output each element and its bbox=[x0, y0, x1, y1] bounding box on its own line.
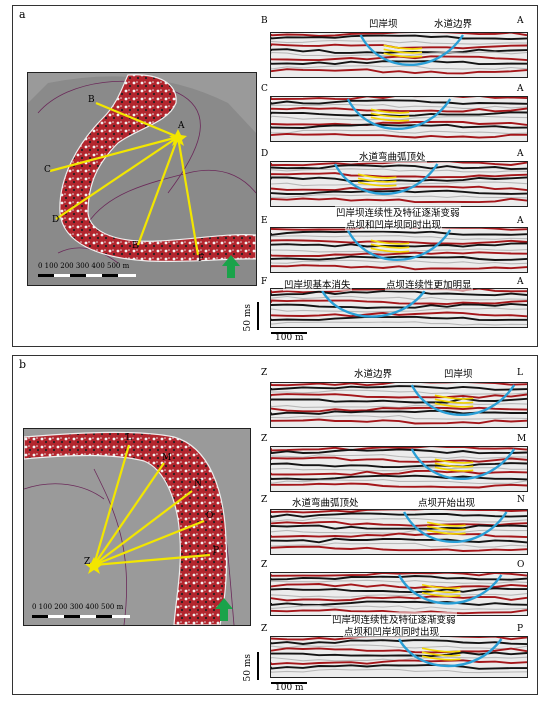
time-scale-label-a: 50 ms bbox=[243, 304, 253, 332]
map-point-M: M bbox=[162, 453, 172, 463]
section-ZM bbox=[270, 446, 528, 492]
annotation-weakening-line2-b: 点坝和凹岸坝同时出现 bbox=[343, 624, 441, 638]
map-a-graphic bbox=[28, 73, 256, 285]
section-ZP bbox=[270, 636, 528, 678]
section-CA-left-label: C bbox=[261, 84, 268, 94]
section-BA bbox=[270, 32, 528, 78]
seismic-image bbox=[271, 228, 527, 272]
section-DA-right-label: A bbox=[517, 149, 524, 159]
section-BA-left-label: B bbox=[261, 16, 268, 26]
section-BA-right-label: A bbox=[517, 16, 524, 26]
annotation-meander-apex-a: 水道弯曲弧顶处 bbox=[358, 149, 427, 163]
section-ZN bbox=[270, 509, 528, 555]
section-ZL-right-label: L bbox=[517, 368, 523, 378]
section-ZO-left-label: Z bbox=[261, 560, 268, 570]
section-ZP-left-label: Z bbox=[261, 624, 268, 634]
panel-label-b: b bbox=[19, 358, 27, 371]
map-point-O: O bbox=[206, 511, 214, 521]
section-ZN-left-label: Z bbox=[261, 495, 268, 505]
seismic-image bbox=[271, 33, 527, 77]
section-CA-right-label: A bbox=[517, 84, 524, 94]
map-a: A B C D E F 0 100 200 300 400 500 m bbox=[27, 72, 257, 286]
section-ZN-right-label: N bbox=[517, 495, 525, 505]
annotation-dam-vanish-a: 凹岸坝基本消失 bbox=[283, 277, 352, 291]
section-CA bbox=[270, 96, 528, 142]
section-EA bbox=[270, 227, 528, 273]
section-EA-left-label: E bbox=[261, 216, 268, 226]
map-point-A: A bbox=[178, 121, 185, 131]
annotation-point-bar-clear-a: 点坝连续性更加明显 bbox=[385, 277, 473, 291]
map-point-N: N bbox=[194, 479, 202, 489]
map-scale-b: 0 100 200 300 400 500 m bbox=[32, 603, 124, 611]
section-FA-left-label: F bbox=[261, 277, 268, 287]
seismic-image bbox=[271, 573, 527, 615]
seismic-image bbox=[271, 162, 527, 206]
section-ZO-right-label: O bbox=[517, 560, 525, 570]
seismic-image bbox=[271, 510, 527, 554]
distance-scale-bar-a bbox=[271, 332, 307, 334]
annotation-concave-dam-a: 凹岸坝 bbox=[368, 16, 399, 30]
section-ZM-right-label: M bbox=[517, 434, 527, 444]
figure-panel-b: b bbox=[12, 355, 538, 695]
map-point-C: C bbox=[44, 165, 51, 175]
panel-label-a: a bbox=[19, 8, 26, 21]
seismic-image bbox=[271, 447, 527, 491]
section-ZL-left-label: Z bbox=[261, 368, 268, 378]
section-FA bbox=[270, 288, 528, 328]
time-scale-bar-b bbox=[257, 652, 259, 680]
annotation-concave-dam-b: 凹岸坝 bbox=[443, 366, 474, 380]
map-point-Z: Z bbox=[84, 557, 91, 567]
distance-scale-label-b: 100 m bbox=[275, 683, 304, 693]
annotation-channel-boundary-a: 水道边界 bbox=[433, 16, 474, 30]
map-b-graphic bbox=[24, 429, 250, 625]
map-scale-a: 0 100 200 300 400 500 m bbox=[38, 262, 130, 270]
annotation-meander-apex-b: 水道弯曲弧顶处 bbox=[291, 495, 360, 509]
seismic-image bbox=[271, 97, 527, 141]
time-scale-label-b: 50 ms bbox=[243, 654, 253, 682]
seismic-image bbox=[271, 383, 527, 427]
time-scale-bar-a bbox=[257, 302, 259, 330]
section-DA bbox=[270, 161, 528, 207]
seismic-image bbox=[271, 637, 527, 677]
distance-scale-bar-b bbox=[271, 682, 307, 684]
section-ZP-right-label: P bbox=[517, 624, 524, 634]
distance-scale-label-a: 100 m bbox=[275, 333, 304, 343]
annotation-weakening-line1-b: 凹岸坝连续性及特征逐渐变弱 bbox=[331, 612, 457, 626]
map-b: Z L M N O P 0 100 200 300 400 500 m bbox=[23, 428, 251, 626]
map-point-L: L bbox=[126, 433, 132, 443]
section-FA-right-label: A bbox=[517, 277, 524, 287]
section-ZM-left-label: Z bbox=[261, 434, 268, 444]
annotation-weakening-line2-a: 点坝和凹岸坝同时出现 bbox=[345, 217, 443, 231]
map-point-E: E bbox=[132, 241, 139, 251]
seismic-image bbox=[271, 289, 527, 327]
map-point-B: B bbox=[88, 95, 95, 105]
annotation-weakening-line1-a: 凹岸坝连续性及特征逐渐变弱 bbox=[335, 205, 461, 219]
map-point-F: F bbox=[198, 254, 205, 264]
annotation-channel-boundary-b: 水道边界 bbox=[353, 366, 394, 380]
map-point-P: P bbox=[213, 546, 220, 556]
section-ZO bbox=[270, 572, 528, 616]
section-EA-right-label: A bbox=[517, 216, 524, 226]
section-ZL bbox=[270, 382, 528, 428]
section-DA-left-label: D bbox=[261, 149, 269, 159]
annotation-point-bar-start-b: 点坝开始出现 bbox=[417, 495, 477, 509]
figure-panel-a: a bbox=[12, 5, 538, 347]
map-point-D: D bbox=[52, 215, 60, 225]
